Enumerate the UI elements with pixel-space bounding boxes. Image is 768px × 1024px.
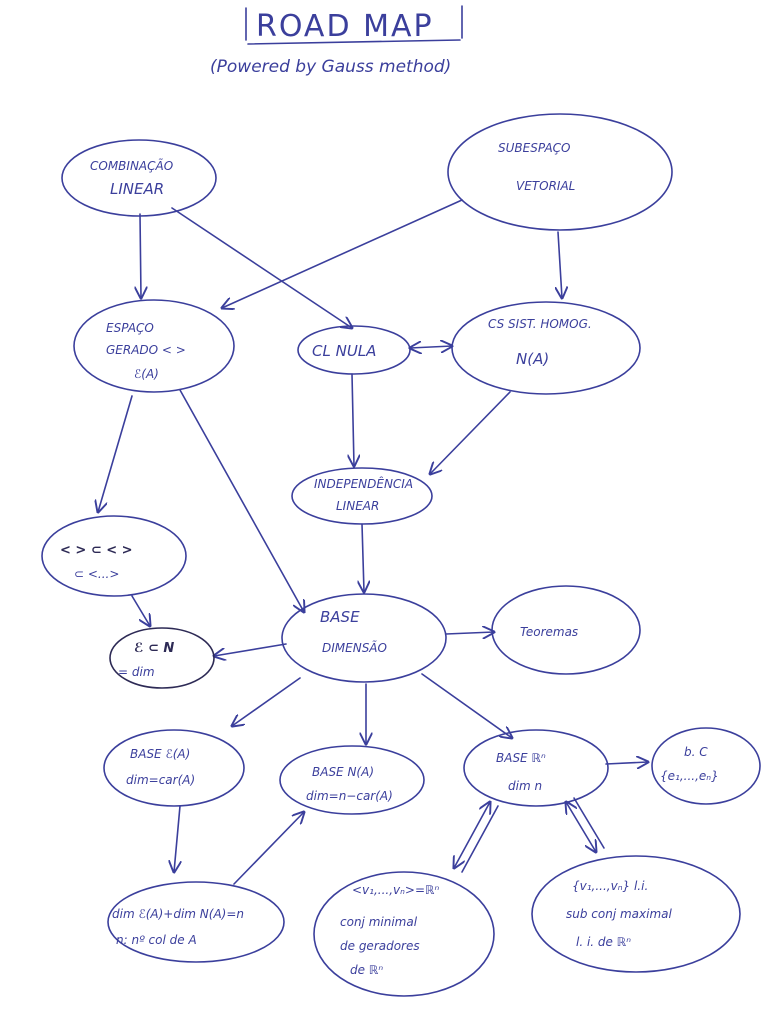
svg-text:= dim: = dim xyxy=(118,665,155,679)
node-bc: b. C {e₁,...,eₙ} xyxy=(651,727,761,805)
edge-espaco-subset xyxy=(98,395,133,512)
svg-text:ℰ ⊂ N: ℰ ⊂ N xyxy=(134,641,174,656)
edge-base-basee xyxy=(232,677,301,726)
page-subtitle: (Powered by Gauss method) xyxy=(210,57,451,77)
svg-text:INDEPENDÊNCIA: INDEPENDÊNCIA xyxy=(314,476,413,491)
svg-text:dim=car(A): dim=car(A) xyxy=(126,773,195,787)
svg-text:l. i. de ℝⁿ: l. i. de ℝⁿ xyxy=(576,935,631,949)
svg-text:< > ⊂ < >: < > ⊂ < > xyxy=(60,543,133,558)
svg-text:DIMENSÃO: DIMENSÃO xyxy=(322,640,387,655)
svg-text:BASE N(A): BASE N(A) xyxy=(312,765,374,779)
svg-text:CS SIST. HOMOG.: CS SIST. HOMOG. xyxy=(488,317,592,331)
node-dim-sum: dim ℰ(A)+dim N(A)=n n: nº col de A xyxy=(107,881,285,963)
node-teoremas: Teoremas xyxy=(491,585,641,675)
svg-text:BASE ℰ(A): BASE ℰ(A) xyxy=(130,747,190,761)
node-base-e-a: BASE ℰ(A) dim=car(A) xyxy=(103,729,245,807)
svg-text:COMBINAÇÃO: COMBINAÇÃO xyxy=(90,158,173,173)
edge-basern-minimal xyxy=(454,802,490,868)
edge-subset-dim xyxy=(131,595,150,626)
edge-subespaco-cssist xyxy=(558,231,562,298)
svg-text:dim n: dim n xyxy=(508,779,542,793)
edge-dimsum-basen xyxy=(233,812,304,885)
node-conj-maximal: {v₁,...,vₙ} l.i. sub conj maximal l. i. … xyxy=(531,855,741,973)
edge-clnula-independencia xyxy=(352,373,354,466)
svg-text:<v₁,...,vₙ>=ℝⁿ: <v₁,...,vₙ>=ℝⁿ xyxy=(352,883,440,897)
edge-subespaco-espaco xyxy=(222,199,463,308)
edge-combinacao-clnula xyxy=(171,207,352,328)
node-conj-minimal: <v₁,...,vₙ>=ℝⁿ conj minimal de geradores… xyxy=(313,871,495,997)
svg-text:sub conj maximal: sub conj maximal xyxy=(566,907,673,921)
page-title: ROAD MAP xyxy=(256,9,434,44)
svg-text:ℰ(A): ℰ(A) xyxy=(134,367,159,381)
svg-text:{v₁,...,vₙ} l.i.: {v₁,...,vₙ} l.i. xyxy=(572,879,648,893)
edge-basern-bc xyxy=(605,762,648,764)
node-subset-generated: < > ⊂ < > ⊂ <...> xyxy=(41,515,187,597)
svg-text:VETORIAL: VETORIAL xyxy=(516,179,575,193)
svg-text:LINEAR: LINEAR xyxy=(110,180,164,198)
svg-text:b. C: b. C xyxy=(684,745,708,759)
edge-basee-dimsum xyxy=(174,805,180,872)
node-cl-nula: CL NULA xyxy=(297,325,411,375)
svg-text:n: nº col de A: n: nº col de A xyxy=(116,933,197,947)
svg-text:BASE: BASE xyxy=(320,608,360,626)
edges xyxy=(98,199,648,885)
svg-text:⊂ <...>: ⊂ <...> xyxy=(74,567,119,581)
edge-clnula-cssist xyxy=(410,346,452,348)
svg-text:GERADO < >: GERADO < > xyxy=(106,343,186,357)
node-dim: ℰ ⊂ N = dim xyxy=(109,627,215,689)
svg-text:CL NULA: CL NULA xyxy=(312,342,376,360)
edge-combinacao-espaco xyxy=(140,213,141,298)
node-subespaco-vetorial: SUBESPAÇO VETORIAL xyxy=(447,113,673,231)
node-base-dimensao: BASE DIMENSÃO xyxy=(281,593,447,683)
node-base-rn: BASE ℝⁿ dim n xyxy=(463,729,609,807)
edge-base-dim xyxy=(214,643,287,656)
edge-basern-maximal xyxy=(566,802,596,852)
node-espaco-gerado: ESPAÇO GERADO < > ℰ(A) xyxy=(73,299,235,393)
edge-espaco-base xyxy=(179,389,304,612)
svg-text:LINEAR: LINEAR xyxy=(336,499,379,513)
svg-text:BASE ℝⁿ: BASE ℝⁿ xyxy=(496,751,546,765)
node-independencia-linear: INDEPENDÊNCIA LINEAR xyxy=(291,467,433,525)
node-combinacao-linear: COMBINAÇÃO LINEAR xyxy=(61,139,217,217)
svg-text:N(A): N(A) xyxy=(516,350,549,368)
svg-text:de ℝⁿ: de ℝⁿ xyxy=(350,963,383,977)
svg-text:{e₁,...,eₙ}: {e₁,...,eₙ} xyxy=(660,769,719,783)
svg-text:ESPAÇO: ESPAÇO xyxy=(106,321,154,335)
svg-text:conj minimal: conj minimal xyxy=(340,915,418,929)
edge-base-basern xyxy=(421,673,512,738)
edge-cssist-independencia xyxy=(430,391,511,474)
title-block: ROAD MAP (Powered by Gauss method) xyxy=(210,5,463,77)
edge-independencia-base xyxy=(362,523,364,592)
svg-text:SUBESPAÇO: SUBESPAÇO xyxy=(498,141,571,155)
edge-base-teoremas xyxy=(445,632,494,634)
svg-text:dim=n−car(A): dim=n−car(A) xyxy=(306,789,393,803)
svg-text:Teoremas: Teoremas xyxy=(520,625,578,639)
svg-text:dim ℰ(A)+dim N(A)=n: dim ℰ(A)+dim N(A)=n xyxy=(112,907,244,921)
node-cs-sist-homog: CS SIST. HOMOG. N(A) xyxy=(451,301,641,395)
svg-text:de geradores: de geradores xyxy=(340,939,420,953)
node-base-n-a: BASE N(A) dim=n−car(A) xyxy=(279,745,425,815)
